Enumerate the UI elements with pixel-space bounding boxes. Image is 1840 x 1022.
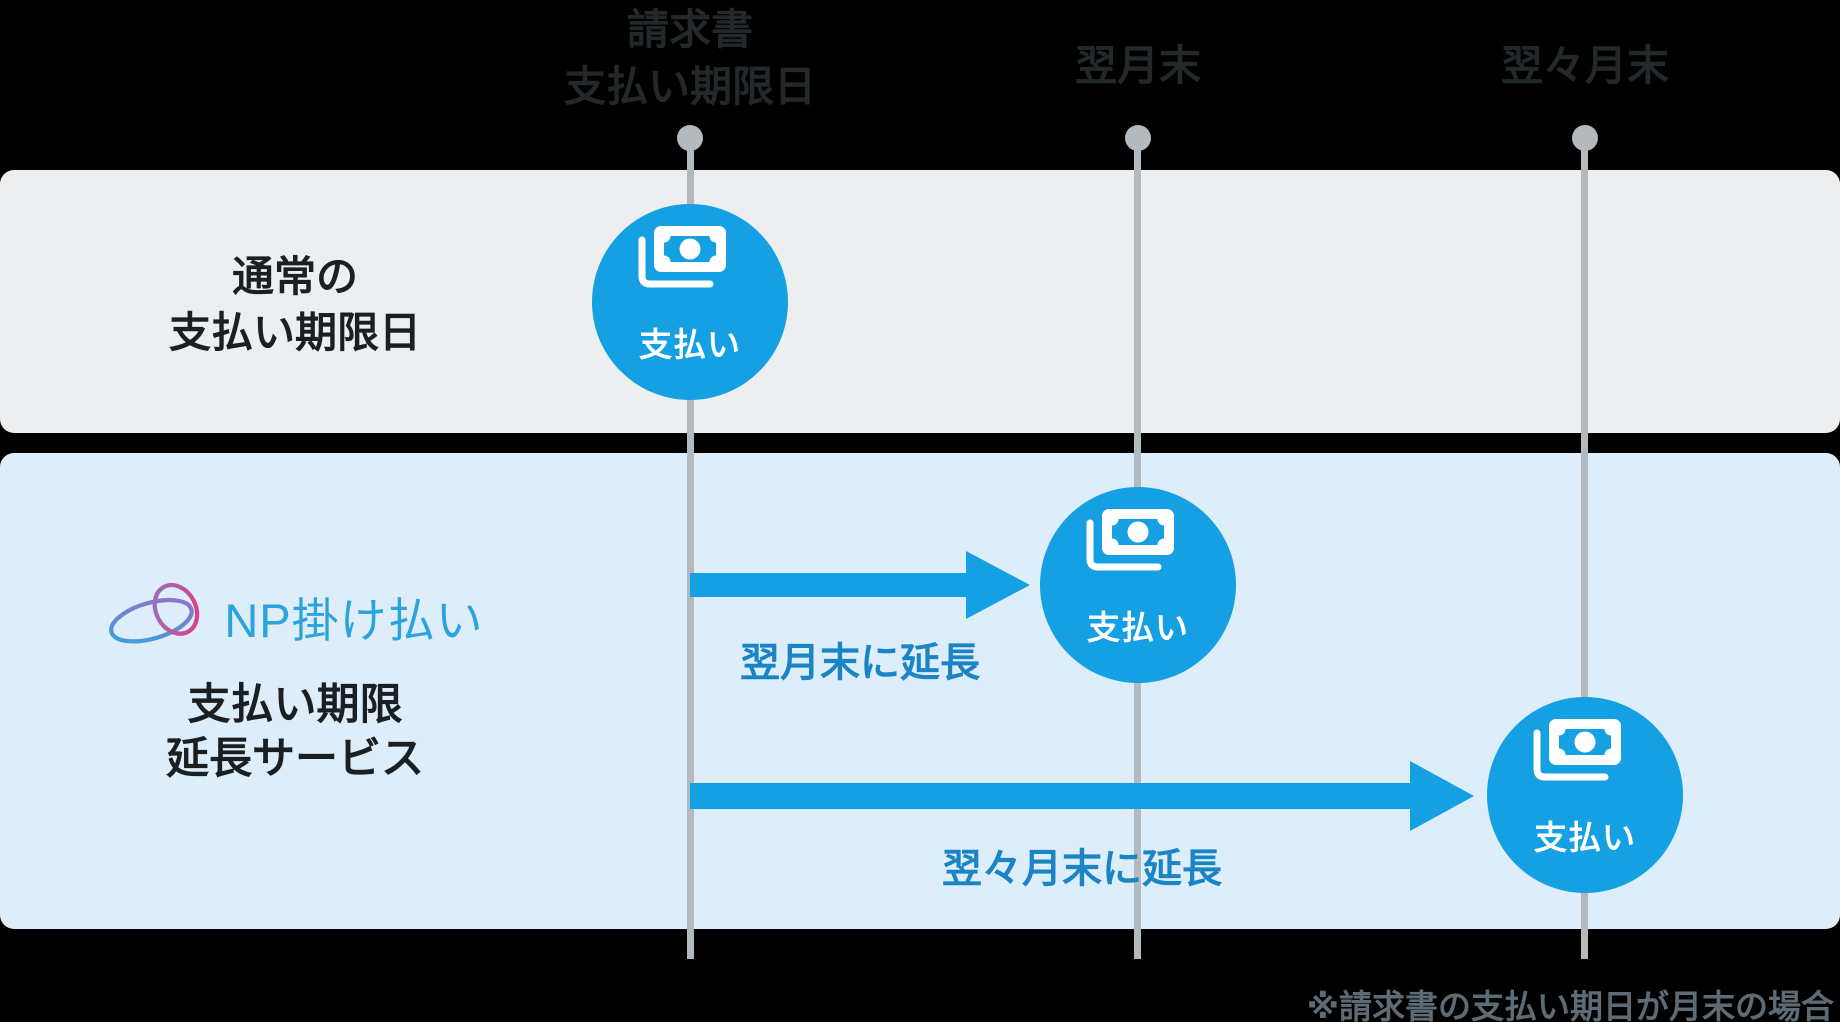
banknote-icon	[1533, 719, 1621, 781]
marker-label-invoice-due: 請求書 支払い期限日	[490, 1, 890, 115]
timeline-line-month-after-next-end	[1581, 150, 1588, 959]
normal-due-label-line: 通常の	[231, 253, 358, 300]
payment-badge-month-after-next: 支払い	[1487, 697, 1683, 893]
normal-due-label: 通常の 支払い期限日	[75, 249, 515, 361]
marker-label-line: 翌月末	[1074, 42, 1201, 89]
marker-label-line: 翌々月末	[1500, 42, 1669, 89]
np-swirl-icon	[109, 583, 200, 644]
timeline-dot-invoice-due	[677, 125, 703, 151]
extend-month-after-next-arrow	[690, 761, 1474, 831]
timeline-dot-next-month-end	[1125, 125, 1151, 151]
extend-month-after-next-label: 翌々月末に延長	[942, 847, 1222, 891]
extend-next-month-arrow	[690, 551, 1030, 619]
marker-label-month-after-next-end: 翌々月末	[1435, 37, 1735, 94]
payment-badge-next-month: 支払い	[1040, 487, 1236, 683]
extension-service-label-line: 支払い期限	[187, 681, 403, 729]
np-logo-text: NP掛け払い	[224, 593, 484, 647]
timeline-dot-month-after-next-end	[1572, 125, 1598, 151]
marker-label-line: 支払い期限日	[563, 63, 816, 110]
payment-label: 支払い	[1087, 609, 1189, 646]
extension-service-label: 支払い期限 延長サービス	[75, 678, 515, 786]
payment-label: 支払い	[1534, 819, 1636, 856]
footnote: ※請求書の支払い期日が月末の場合	[1306, 988, 1834, 1022]
marker-label-next-month-end: 翌月末	[988, 37, 1288, 94]
normal-due-band	[0, 170, 1840, 433]
banknote-icon	[638, 226, 726, 288]
banknote-icon	[1086, 509, 1174, 571]
payment-badge-normal: 支払い	[592, 204, 788, 400]
payment-label: 支払い	[639, 326, 741, 363]
normal-due-label-line: 支払い期限日	[168, 309, 421, 356]
extend-next-month-label: 翌月末に延長	[740, 641, 980, 685]
np-kakebarai-logo: NP掛け払い	[75, 578, 515, 654]
timeline-line-invoice-due	[687, 150, 694, 959]
extension-service-label-line: 延長サービス	[166, 735, 424, 783]
marker-label-line: 請求書	[626, 6, 753, 53]
